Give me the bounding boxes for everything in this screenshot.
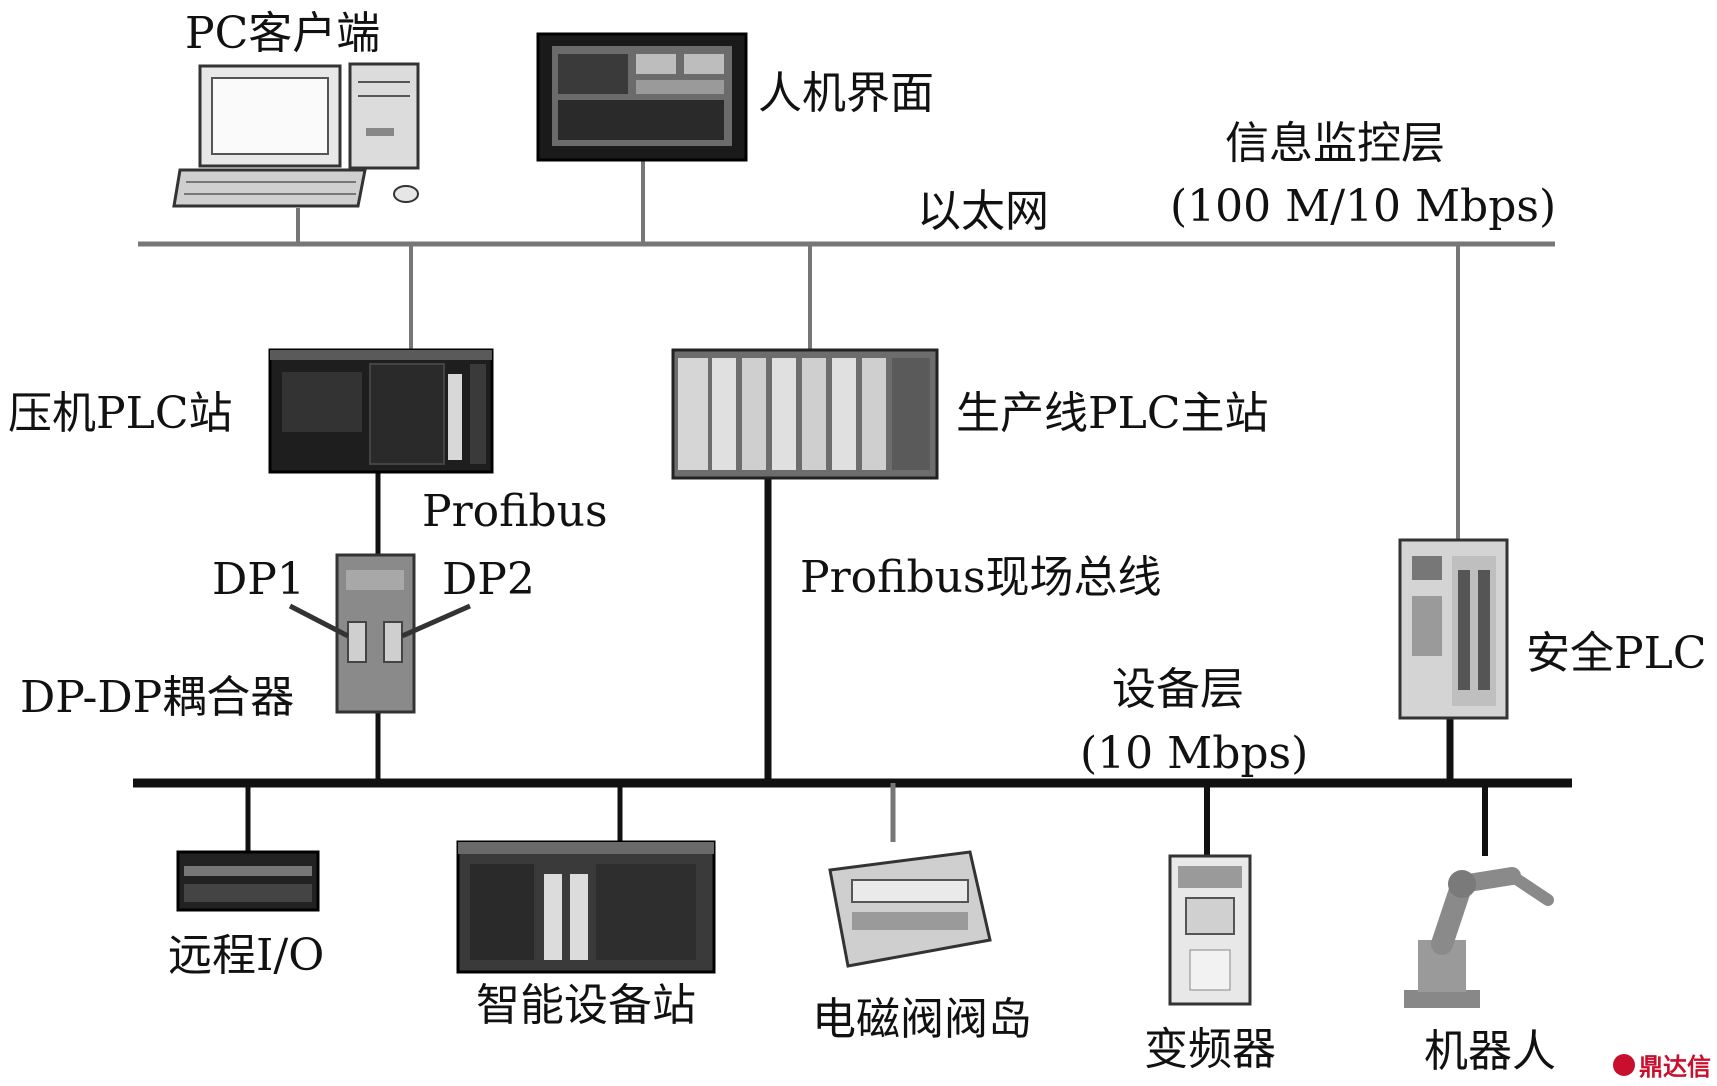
inverter-label: 变频器 [1144, 1024, 1276, 1075]
profibus-fieldbus-label: Profibus现场总线 [800, 552, 1162, 603]
hmi-label: 人机界面 [758, 68, 934, 119]
pc-client-icon [172, 62, 420, 208]
press-plc-icon [268, 348, 494, 474]
pc-client-label: PC客户端 [185, 8, 381, 59]
dp-dp-coupler-icon [288, 553, 472, 714]
dp1-label: DP1 [212, 554, 305, 605]
ethernet-label: 以太网 [917, 186, 1049, 237]
watermark: 鼎达信 [1613, 1047, 1711, 1082]
device-layer-bus [133, 472, 1572, 856]
line-plc-master-icon [671, 348, 939, 480]
device-layer-label: 设备层 [1112, 664, 1244, 715]
profibus-label: Profibus [422, 486, 608, 537]
remote-io-icon [176, 850, 320, 912]
safety-plc-label: 安全PLC [1526, 628, 1707, 679]
robot-label: 机器人 [1424, 1026, 1556, 1077]
smart-device-station-label: 智能设备站 [476, 980, 696, 1031]
valve-island-icon [828, 850, 992, 968]
line-plc-master-label: 生产线PLC主站 [956, 388, 1269, 439]
remote-io-label: 远程I/O [168, 930, 325, 981]
press-plc-label: 压机PLC站 [8, 388, 233, 439]
valve-island-label: 电磁阀阀岛 [812, 994, 1032, 1045]
robot-icon [1404, 867, 1554, 1008]
info-layer-label: 信息监控层 [1225, 118, 1445, 169]
inverter-icon [1168, 854, 1252, 1006]
watermark-logo-icon [1613, 1053, 1635, 1076]
dp2-label: DP2 [442, 554, 535, 605]
smart-device-station-icon [456, 840, 716, 974]
device-speed-label: (10 Mbps) [1080, 728, 1309, 779]
info-speed-label: (100 M/10 Mbps) [1170, 181, 1557, 232]
hmi-panel-icon [536, 32, 748, 162]
dp-dp-coupler-label: DP-DP耦合器 [20, 672, 295, 723]
safety-plc-icon [1398, 538, 1509, 720]
watermark-text: 鼎达信 [1639, 1053, 1711, 1081]
ethernet-bus [138, 160, 1555, 540]
